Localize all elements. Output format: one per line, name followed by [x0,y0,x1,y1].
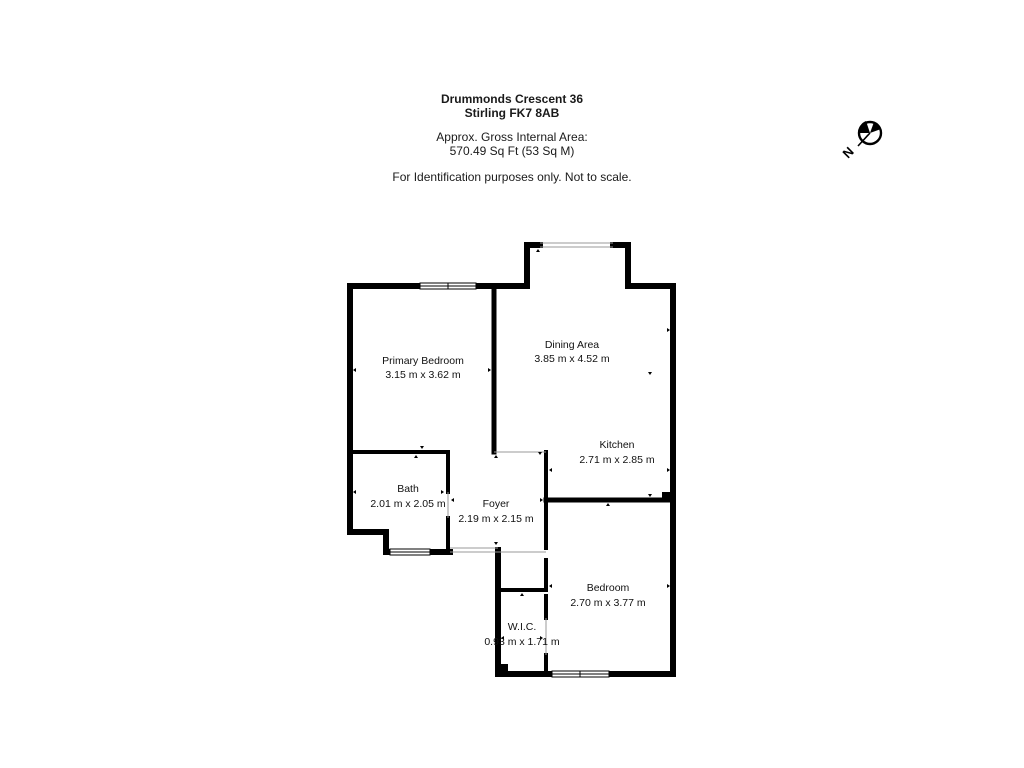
plan-header: Drummonds Crescent 36 Stirling FK7 8AB A… [312,92,712,184]
area-label: Approx. Gross Internal Area: [436,130,588,144]
room-name-wic: W.I.C. [508,621,537,633]
dimension-arrows [353,249,670,640]
room-dims-kitchen: 2.71 m x 2.85 m [579,454,655,466]
room-dims-dining: 3.85 m x 4.52 m [534,353,610,365]
disclaimer: For Identification purposes only. Not to… [392,170,632,184]
room-name-bedroom: Bedroom [587,582,630,594]
address-line-2: Stirling FK7 8AB [464,106,560,120]
address-line-1: Drummonds Crescent 36 [440,92,584,106]
room-dims-bath: 2.01 m x 2.05 m [370,498,446,510]
room-dims-wic: 0.93 m x 1.71 m [484,636,560,648]
windows [389,282,610,678]
walls [347,242,676,677]
room-name-dining: Dining Area [545,339,599,351]
room-labels: Dining Area 3.85 m x 4.52 m Primary Bedr… [370,339,655,648]
room-dims-primary-bedroom: 3.15 m x 3.62 m [385,369,461,381]
thin-openings [447,242,613,655]
room-name-bath: Bath [397,483,419,495]
room-name-primary-bedroom: Primary Bedroom [382,355,464,367]
room-dims-foyer: 2.19 m x 2.15 m [458,513,534,525]
room-dims-bedroom: 2.70 m x 3.77 m [570,597,646,609]
compass-north-icon: N [840,120,883,161]
area-value: 570.49 Sq Ft (53 Sq M) [449,144,575,158]
room-name-kitchen: Kitchen [599,439,634,451]
room-name-foyer: Foyer [483,498,510,510]
